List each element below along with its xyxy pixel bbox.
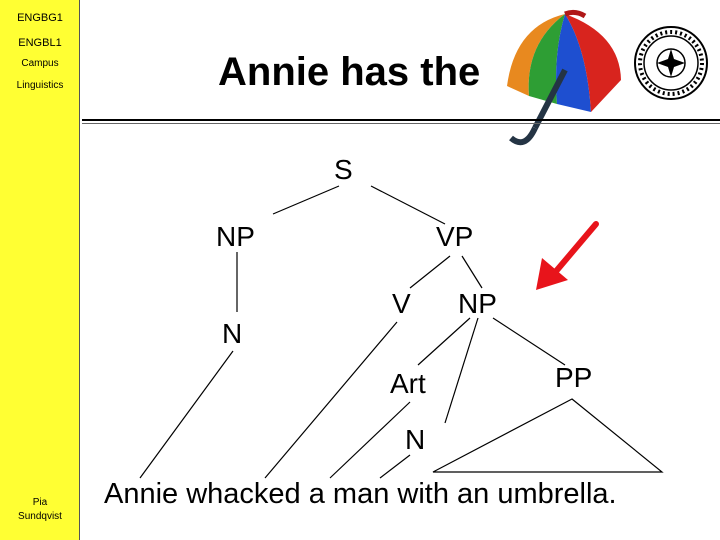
branch-vp-np	[461, 255, 483, 289]
branch-s-vp	[370, 185, 446, 225]
campus-label: Campus	[21, 58, 59, 69]
node-vp: VP	[436, 221, 474, 252]
linguistics-label: Linguistics	[16, 80, 64, 91]
node-v: V	[392, 288, 411, 319]
node-pp: PP	[555, 362, 593, 393]
author-first-name: Pia	[32, 497, 48, 508]
slide-title: Annie has the	[218, 50, 481, 94]
red-arrow-icon	[536, 221, 599, 290]
title-divider-secondary	[82, 123, 720, 124]
course-code-engbg1: ENGBG1	[17, 12, 63, 24]
university-seal-icon	[634, 26, 708, 100]
node-np-subject: NP	[216, 221, 255, 252]
umbrella-icon	[507, 9, 621, 146]
branch-art-a	[329, 401, 411, 479]
branch-np-pp	[492, 317, 566, 366]
course-code-engbl1: ENGBL1	[18, 37, 62, 49]
branch-n-man	[379, 454, 411, 479]
node-s: S	[334, 154, 353, 185]
branch-n-annie	[139, 350, 234, 479]
title-divider	[82, 119, 720, 121]
node-art: Art	[390, 368, 426, 399]
node-np-object: NP	[458, 288, 497, 319]
branch-v-whacked	[264, 321, 398, 479]
branch-vp-v	[409, 255, 451, 289]
example-sentence: Annie whacked a man with an umbrella.	[104, 478, 617, 510]
branch-s-np	[272, 185, 340, 215]
author-last-name: Sundqvist	[18, 511, 62, 522]
pp-triangle	[432, 398, 664, 473]
node-n-subject: N	[222, 318, 243, 349]
branch-np-n	[444, 317, 479, 424]
sidebar: ENGBG1 ENGBL1 Campus Linguistics Pia Sun…	[0, 0, 80, 540]
branch-np-art	[417, 317, 471, 366]
node-n-object: N	[405, 424, 426, 455]
